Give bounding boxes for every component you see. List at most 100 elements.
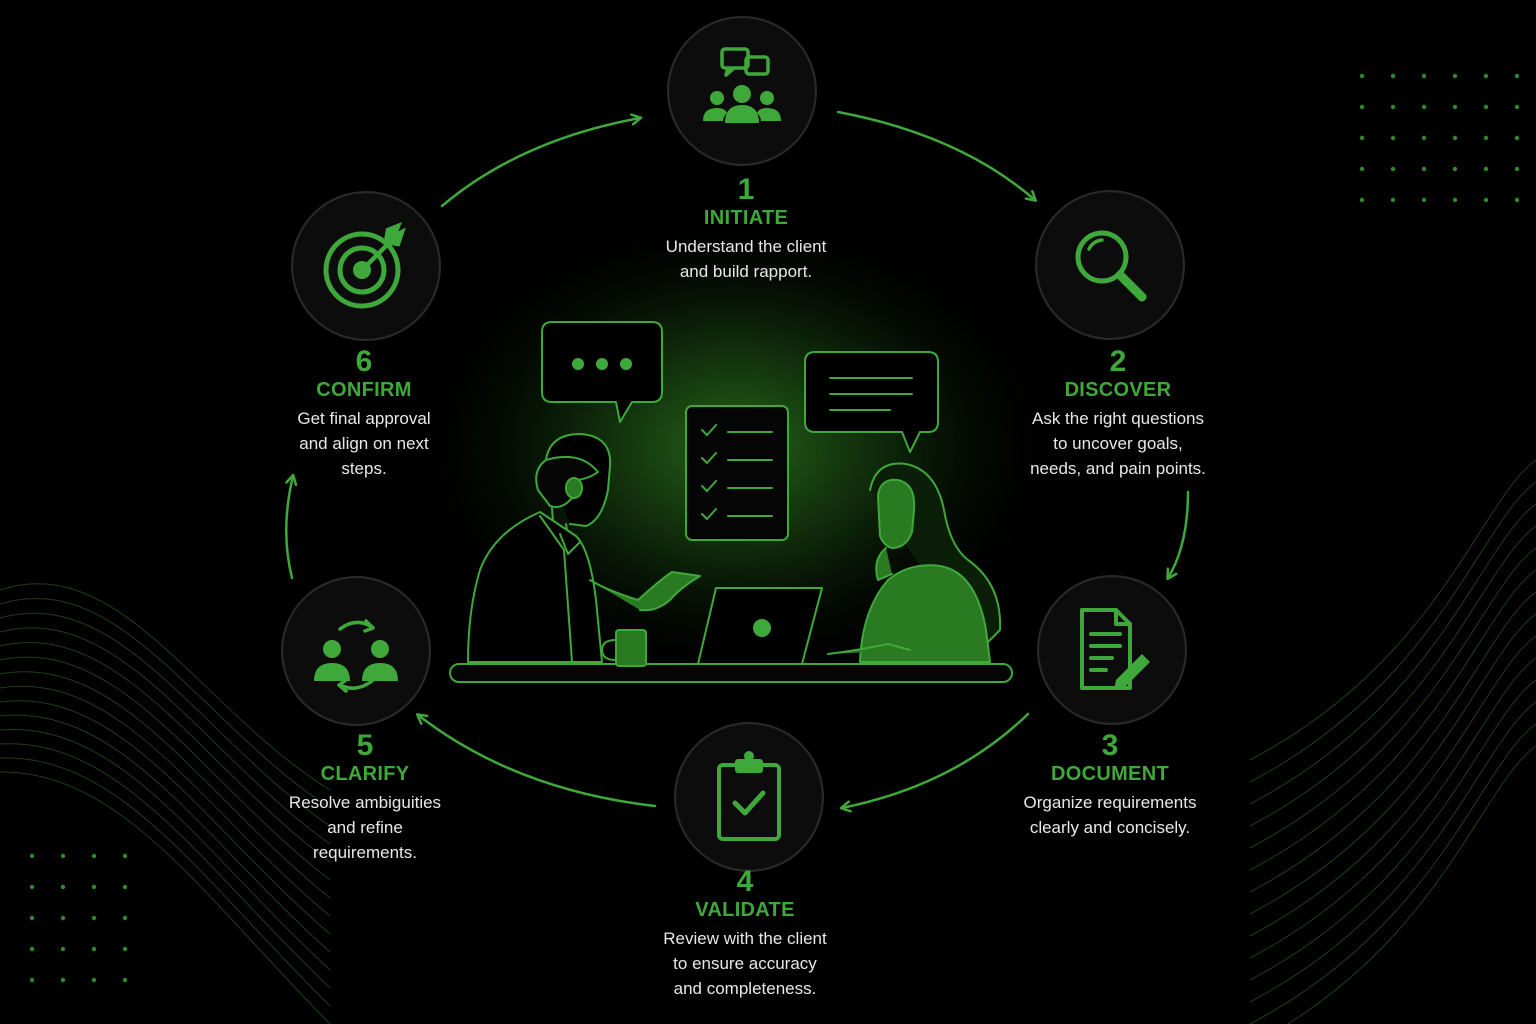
- decor-dot: [91, 884, 97, 890]
- decor-dot: [122, 853, 128, 859]
- arrow-2-to-3: [1168, 490, 1190, 578]
- decor-dot: [60, 915, 66, 921]
- decor-wave-line: [0, 656, 331, 881]
- step-3-title: DOCUMENT: [1051, 763, 1169, 785]
- decor-dot: [29, 915, 35, 921]
- decor-wave-line: [1249, 591, 1536, 893]
- decor-wave-line: [0, 757, 331, 1007]
- step-3-icon-circle: [1037, 575, 1187, 725]
- decor-dot: [1514, 104, 1520, 110]
- decor-dot: [1421, 197, 1427, 203]
- decor-dot: [60, 977, 66, 983]
- step-5-text: 5 CLARIFY Resolve ambiguities and refine…: [245, 730, 485, 865]
- step-1-icon-circle: [667, 16, 817, 166]
- step-4-text: 4 VALIDATE Review with the client to ens…: [625, 866, 865, 1001]
- decor-dot: [1452, 135, 1458, 141]
- decor-dot: [29, 884, 35, 890]
- decor-dot: [1390, 197, 1396, 203]
- decor-dot: [122, 915, 128, 921]
- decor-dot: [1483, 104, 1489, 110]
- decor-wave-line: [1249, 569, 1536, 871]
- decor-wave-line: [0, 728, 331, 971]
- decor-wave-line: [0, 671, 331, 899]
- decor-dot: [1514, 135, 1520, 141]
- decor-dot: [1359, 104, 1365, 110]
- step-1-text: 1 INITIATE Understand the client and bui…: [626, 174, 866, 284]
- decor-dot: [29, 946, 35, 952]
- people-chat-icon: [703, 47, 781, 123]
- decor-wave-line: [0, 612, 331, 827]
- step-6-text: 6 CONFIRM Get final approval and align o…: [244, 346, 484, 481]
- speech-bubble-dots-icon: [541, 321, 663, 423]
- step-6-title: CONFIRM: [316, 379, 412, 401]
- decor-wave-line: [0, 598, 331, 809]
- step-1-title: INITIATE: [703, 207, 789, 229]
- decor-dot: [122, 946, 128, 952]
- decor-dot: [1390, 104, 1396, 110]
- decor-dot: [1359, 166, 1365, 172]
- decor-dot: [1452, 166, 1458, 172]
- decor-dot: [1421, 166, 1427, 172]
- dot-grid-bottom-left: [29, 853, 128, 983]
- decor-dot: [91, 946, 97, 952]
- decor-dot: [91, 915, 97, 921]
- step-2-icon-circle: [1035, 190, 1185, 340]
- step-2-title: DISCOVER: [1064, 379, 1172, 401]
- decor-dot: [1514, 197, 1520, 203]
- decor-dot: [122, 977, 128, 983]
- mug-icon: [601, 629, 647, 667]
- decor-dot: [1390, 135, 1396, 141]
- decor-dot: [1421, 135, 1427, 141]
- decor-dot: [1483, 166, 1489, 172]
- decor-wave-line: [1249, 723, 1536, 1024]
- dot-grid-top-right: [1359, 73, 1520, 203]
- decor-dot: [1390, 166, 1396, 172]
- decor-wave-line: [1286, 745, 1536, 1024]
- bubble-dot: [572, 358, 584, 370]
- wave-lines-right: [1249, 459, 1536, 1024]
- woman-figure: [827, 462, 1002, 663]
- step-5-number: 5: [356, 729, 374, 762]
- decor-dot: [1483, 73, 1489, 79]
- laptop-logo: [753, 619, 771, 637]
- decor-wave-line: [1249, 525, 1536, 827]
- decor-dot: [1421, 104, 1427, 110]
- decor-dot: [91, 853, 97, 859]
- decor-wave-line: [1249, 701, 1536, 1003]
- decor-dot: [1483, 135, 1489, 141]
- step-5-title: CLARIFY: [320, 763, 410, 785]
- step-2-description: Ask the right questions to uncover goals…: [1030, 409, 1206, 478]
- man-figure: [467, 433, 701, 663]
- step-4-title: VALIDATE: [695, 899, 795, 921]
- clipboard-check-icon: [717, 751, 781, 841]
- decor-wave-line: [0, 743, 331, 989]
- arrow-3-to-4: [842, 712, 1030, 808]
- step-1-number: 1: [737, 173, 755, 206]
- decor-dot: [29, 853, 35, 859]
- decor-dot: [1390, 73, 1396, 79]
- decor-wave-line: [0, 627, 331, 845]
- decor-wave-line: [1249, 503, 1536, 805]
- decor-wave-line: [0, 685, 331, 917]
- decor-wave-line: [0, 714, 331, 953]
- magnifier-icon: [1075, 230, 1147, 302]
- step-3-description: Organize requirements clearly and concis…: [1023, 793, 1197, 837]
- decor-dot: [1452, 73, 1458, 79]
- decor-wave-line: [0, 700, 331, 935]
- bubble-dot: [596, 358, 608, 370]
- decor-wave-line: [0, 771, 331, 1024]
- meeting-illustration: [449, 321, 1013, 683]
- arrow-4-to-5: [418, 715, 657, 808]
- table: [449, 663, 1013, 683]
- decor-wave-line: [0, 642, 331, 863]
- decor-wave-line: [1249, 613, 1536, 915]
- step-3-text: 3 DOCUMENT Organize requirements clearly…: [990, 730, 1230, 840]
- arrow-5-to-6: [285, 476, 293, 580]
- decor-wave-line: [1249, 679, 1536, 981]
- decor-wave-line: [1249, 547, 1536, 849]
- document-pen-icon: [1080, 608, 1150, 690]
- decor-wave-line: [1249, 481, 1536, 783]
- wave-lines-left: [0, 583, 331, 1024]
- step-2-number: 2: [1109, 345, 1127, 378]
